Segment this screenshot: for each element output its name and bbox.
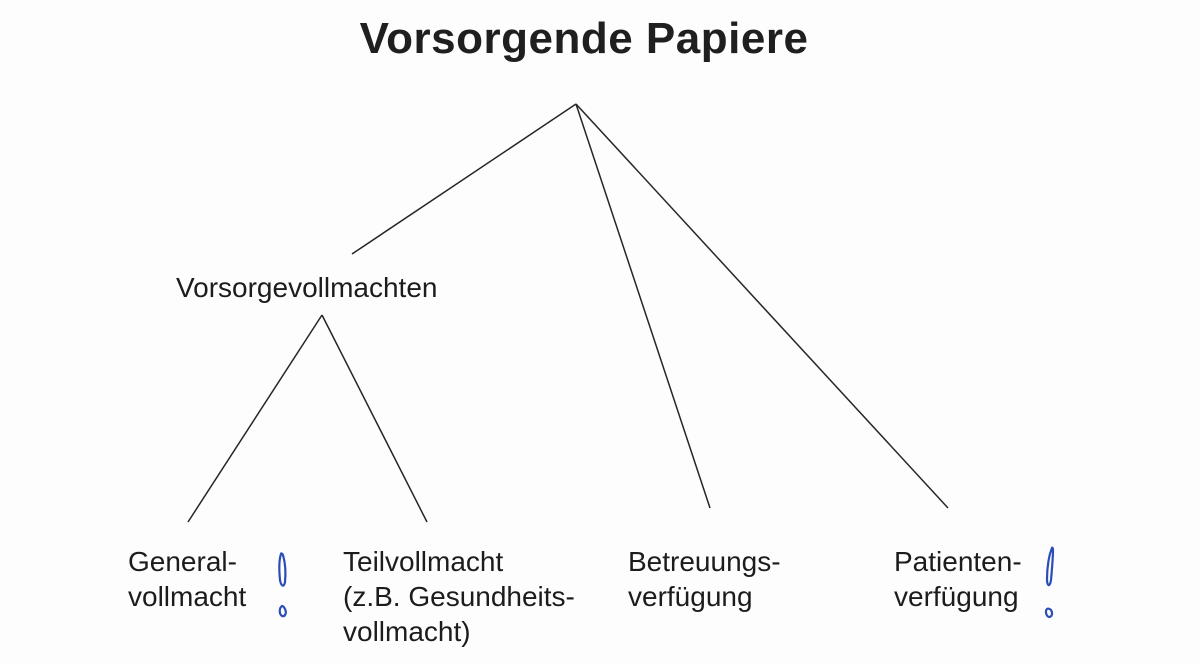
node-betreuungsverfuegung-line-2: verfügung <box>628 581 753 612</box>
handwritten-exclamation-mark-1 <box>278 552 287 618</box>
node-betreuungsverfuegung-line-1: Betreuungs- <box>628 546 781 577</box>
node-patientenverfuegung-line-2: verfügung <box>894 581 1019 612</box>
edge-root-patientenverfuegung <box>575 103 949 509</box>
node-vorsorgevollmachten: Vorsorgevollmachten <box>176 270 437 305</box>
node-generalvollmacht-line-1: General- <box>128 546 237 577</box>
node-betreuungsverfuegung: Betreuungs- verfügung <box>628 544 781 614</box>
node-teilvollmacht: Teilvollmacht (z.B. Gesundheits- vollmac… <box>343 544 575 649</box>
edge-root-betreuungsverfuegung <box>575 103 711 509</box>
edge-root-vorsorgevollmachten <box>351 103 577 255</box>
edge-vorsorge-generalvollmacht <box>187 314 323 523</box>
handwritten-exclamation-mark-2 <box>1044 546 1055 619</box>
node-teilvollmacht-line-3: vollmacht) <box>343 616 471 647</box>
node-generalvollmacht: General- vollmacht <box>128 544 246 614</box>
node-teilvollmacht-line-1: Teilvollmacht <box>343 546 504 577</box>
node-vorsorgevollmachten-label: Vorsorgevollmachten <box>176 272 438 303</box>
diagram-title: Vorsorgende Papiere <box>359 14 809 63</box>
node-patientenverfuegung: Patienten- verfügung <box>894 544 1022 614</box>
edge-vorsorge-teilvollmacht <box>321 314 428 523</box>
node-patientenverfuegung-line-1: Patienten- <box>894 546 1022 577</box>
node-teilvollmacht-line-2: (z.B. Gesundheits- <box>343 581 575 612</box>
node-generalvollmacht-line-2: vollmacht <box>128 581 247 612</box>
